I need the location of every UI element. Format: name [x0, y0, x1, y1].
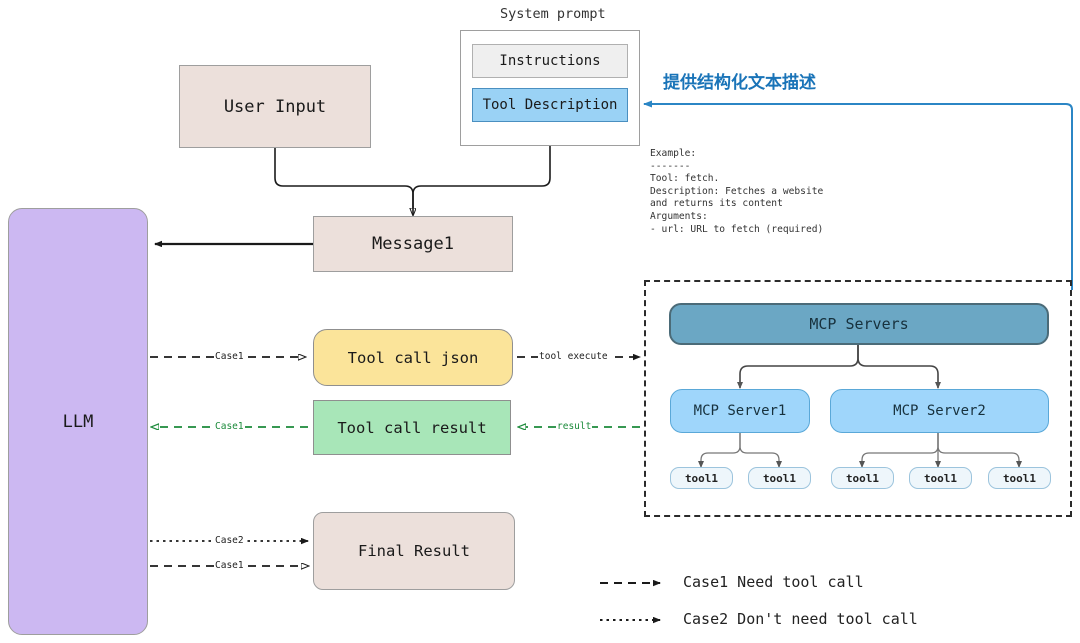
tool-description-example-text: Example: ------- Tool: fetch. Descriptio…: [650, 148, 824, 235]
message1-box[interactable]: Message1: [313, 216, 513, 272]
tool-call-result-box[interactable]: Tool call result: [313, 400, 511, 455]
tool-pill-1[interactable]: tool1: [670, 467, 733, 489]
legend-item-case2-label: Case2 Don't need tool call: [683, 610, 918, 628]
llm-box[interactable]: LLM: [8, 208, 148, 635]
mcp-server1-box[interactable]: MCP Server1: [670, 389, 810, 433]
mcp-server2-box[interactable]: MCP Server2: [830, 389, 1049, 433]
edge-label-case1-result: Case1: [214, 421, 245, 432]
tool-pill-5[interactable]: tool1: [988, 467, 1051, 489]
structured-text-annotation: 提供结构化文本描述: [663, 73, 816, 93]
instructions-box[interactable]: Instructions: [472, 44, 628, 78]
edge-label-tool-execute: tool execute: [538, 351, 609, 362]
mcp-servers-box[interactable]: MCP Servers: [669, 303, 1049, 345]
edge-label-case1-final: Case1: [214, 560, 245, 571]
tool-pill-2[interactable]: tool1: [748, 467, 811, 489]
tool-description-box[interactable]: Tool Description: [472, 88, 628, 122]
tool-call-json-box[interactable]: Tool call json: [313, 329, 513, 386]
final-result-box[interactable]: Final Result: [313, 512, 515, 590]
tool-pill-3[interactable]: tool1: [831, 467, 894, 489]
system-prompt-caption: System prompt: [500, 6, 606, 22]
legend-item-case1-label: Case1 Need tool call: [683, 573, 864, 591]
edge-label-case1-tool-call-json: Case1: [214, 351, 245, 362]
tool-pill-4[interactable]: tool1: [909, 467, 972, 489]
mcp-region: [644, 280, 1072, 517]
user-input-box[interactable]: User Input: [179, 65, 371, 148]
edge-label-case2-final: Case2: [214, 535, 245, 546]
edge-label-result: result: [556, 421, 593, 432]
